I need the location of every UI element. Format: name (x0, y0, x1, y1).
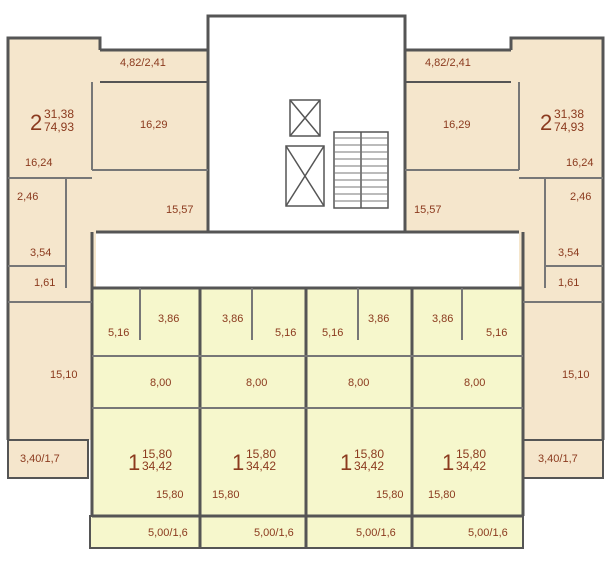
balcony-5-00-area: 5,00/1,6 (468, 527, 508, 539)
hall-2-46-right-area: 2,46 (570, 191, 591, 203)
hall-5-16-area: 5,16 (486, 327, 507, 339)
hall-2-46-left-area: 2,46 (17, 191, 38, 203)
bath-3-86-area: 3,86 (432, 313, 453, 325)
room-15-80-area: 15,80 (428, 489, 456, 501)
bath-3-54-left-area: 3,54 (30, 247, 51, 259)
room-15-80-area: 15,80 (376, 489, 404, 501)
left-top-balcony-fill (100, 50, 208, 82)
wc-1-61-left-area: 1,61 (34, 277, 55, 289)
right-2room-living: 31,38 (554, 107, 584, 121)
corridor-fill (96, 232, 519, 288)
right-2room-count: 2 (540, 110, 552, 135)
one-room-balcony-fill-2 (200, 516, 306, 548)
kitchen-15-57-right-area: 15,57 (414, 204, 442, 216)
left-2room-living: 31,38 (44, 107, 74, 121)
left-outer-wall (6, 36, 102, 440)
one-room-balcony-fill-3 (306, 516, 412, 548)
balcony-5-00-area: 5,00/1,6 (148, 527, 188, 539)
room-15-80-area: 15,80 (212, 489, 240, 501)
room-16-24-left-area: 16,24 (25, 157, 53, 169)
left-2room-count: 2 (30, 110, 42, 135)
balcony-bottom-left-area: 3,40/1,7 (20, 453, 60, 465)
one-room-count: 1 (340, 450, 352, 475)
kitchen-8-00-area: 8,00 (150, 377, 171, 389)
balcony-bottom-right-area: 3,40/1,7 (538, 453, 578, 465)
one-room-count: 1 (232, 450, 244, 475)
kitchen-8-00-area: 8,00 (464, 377, 485, 389)
one-room-total: 34,42 (354, 459, 384, 473)
balcony-top-left-area: 4,82/2,41 (120, 57, 166, 69)
right-outer-wall (509, 36, 605, 440)
room-16-24-right-area: 16,24 (566, 157, 594, 169)
one-room-total: 34,42 (142, 459, 172, 473)
walls (6, 14, 605, 549)
core-details (285, 99, 389, 209)
right-2room-fill (405, 38, 603, 440)
kitchen-15-57-left-area: 15,57 (166, 204, 194, 216)
one-room-living: 15,80 (456, 447, 486, 461)
balcony-top-right-area: 4,82/2,41 (425, 57, 471, 69)
left-bottom-balcony-outline (7, 439, 89, 479)
one-room-count: 1 (442, 450, 454, 475)
partitions (8, 82, 603, 409)
balcony-5-00-area: 5,00/1,6 (356, 527, 396, 539)
hall-5-16-area: 5,16 (108, 327, 129, 339)
one-room-balcony-fill-1 (90, 516, 200, 548)
room-15-10-left-area: 15,10 (50, 369, 78, 381)
one-room-balcony-outline (89, 515, 524, 549)
one-room-living: 15,80 (142, 447, 172, 461)
stair-core-wall (206, 14, 407, 234)
one-room-fill-1 (92, 288, 200, 516)
labels: 2 31,38 74,93 2 31,38 74,93 4,82/2,41 4,… (17, 57, 594, 539)
one-room-count: 1 (128, 450, 140, 475)
bath-3-54-right-area: 3,54 (558, 247, 579, 259)
kitchen-8-00-area: 8,00 (348, 377, 369, 389)
stair-treads (334, 137, 388, 202)
one-room-total: 34,42 (246, 459, 276, 473)
room-16-29-right-area: 16,29 (443, 119, 471, 131)
left-2room-fill (8, 38, 208, 440)
right-bottom-balcony-fill (523, 440, 603, 478)
one-room-living: 15,80 (246, 447, 276, 461)
balcony-5-00-area: 5,00/1,6 (254, 527, 294, 539)
fills (8, 16, 603, 548)
bath-3-86-area: 3,86 (158, 313, 179, 325)
one-room-balcony-fill-4 (412, 516, 523, 548)
hall-5-16-area: 5,16 (322, 327, 343, 339)
room-15-10-right-area: 15,10 (562, 369, 590, 381)
left-bottom-balcony-fill (8, 440, 88, 478)
room-15-80-area: 15,80 (156, 489, 184, 501)
left-2room-total: 74,93 (44, 120, 74, 134)
bath-3-86-area: 3,86 (368, 313, 389, 325)
bath-3-86-area: 3,86 (222, 313, 243, 325)
one-room-total: 34,42 (456, 459, 486, 473)
stair-core-fill (208, 16, 405, 232)
kitchen-8-00-area: 8,00 (246, 377, 267, 389)
room-16-29-left-area: 16,29 (140, 119, 168, 131)
one-room-fill-4 (412, 288, 523, 516)
hall-5-16-area: 5,16 (275, 327, 296, 339)
elevator-small (289, 99, 321, 137)
wc-1-61-right-area: 1,61 (558, 277, 579, 289)
right-2room-total: 74,93 (554, 120, 584, 134)
elevator-large (285, 145, 325, 207)
one-room-living: 15,80 (354, 447, 384, 461)
right-bottom-balcony-outline (522, 439, 604, 479)
